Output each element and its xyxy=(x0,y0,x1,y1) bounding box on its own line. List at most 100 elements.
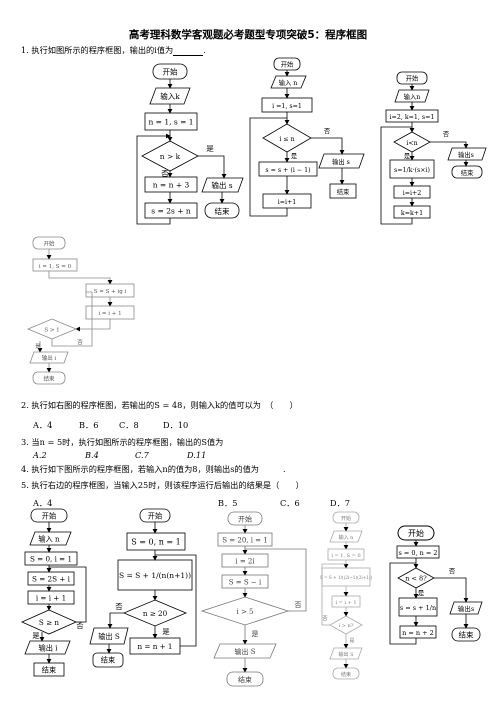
fi-end: 结束 xyxy=(459,630,474,640)
flowchart-h xyxy=(321,511,371,680)
question-4: 4. 执行如下图所示的程序框图，若输入n的值为8，则输出s的值为. xyxy=(21,463,286,475)
fe-start: 开始 xyxy=(42,512,56,521)
fc-step1: s=1/k·(s×i) xyxy=(394,167,430,174)
q2-option-d[interactable]: D．10 xyxy=(163,420,189,430)
fa-step1: n = n + 3 xyxy=(153,181,190,190)
ff-step2: n = n + 1 xyxy=(137,642,172,651)
fg-no: 否 xyxy=(295,601,302,609)
q2-option-c[interactable]: C．8 xyxy=(119,420,139,430)
question-1-tail: . xyxy=(203,45,206,55)
fe-output: 输出 i xyxy=(39,644,59,653)
ff-output: 输出 S xyxy=(98,632,120,641)
fa-input-shape xyxy=(149,87,191,105)
fi-init: s = 0, n = 2 xyxy=(398,549,437,557)
fb-cond: i ≤ n xyxy=(279,136,294,143)
fg-step1: i = 2i xyxy=(235,558,255,566)
fa-init: n = 1, s = 1 xyxy=(148,118,193,127)
ff-init: S = 0, n = 1 xyxy=(131,538,180,547)
fh-input: 输入 n xyxy=(339,534,355,541)
fc-no: 否 xyxy=(443,130,450,138)
flowchart-d xyxy=(26,236,135,385)
fe-input: 输入 n xyxy=(38,535,60,544)
question-2-paren: （ ） xyxy=(269,400,298,410)
fh-output: 输出 S xyxy=(338,651,354,658)
fc-start: 开始 xyxy=(406,74,419,83)
fa-output-shape xyxy=(201,177,244,193)
fh-no: 否 xyxy=(322,616,327,622)
fh-init: i = 1, S = 0 xyxy=(331,553,360,559)
fe-init: S = 0, i = 1 xyxy=(30,555,72,564)
fa-init-shape xyxy=(144,112,198,131)
fe-step1: S = 2S + i xyxy=(32,575,71,584)
q5-option-b[interactable]: B．5 xyxy=(218,498,238,508)
fi-step2: n = n + 2 xyxy=(402,629,434,637)
fc-step3: k=k+1 xyxy=(401,210,423,217)
q2-option-b[interactable]: B．6 xyxy=(79,420,99,430)
fg-step2: S = S − i xyxy=(229,579,262,587)
fa-input: 输入k xyxy=(160,91,180,101)
q3-option-d[interactable]: D.11 xyxy=(187,450,207,460)
fe-end: 结束 xyxy=(42,666,56,675)
ff-yes: 是 xyxy=(162,627,169,636)
fh-yes: 是 xyxy=(349,638,354,644)
fc-yes: 是 xyxy=(404,152,411,160)
q5-option-d[interactable]: D．7 xyxy=(330,498,350,508)
fb-step1: s = s + (i − 1) xyxy=(265,167,310,174)
fb-start: 开始 xyxy=(281,60,294,69)
fb-input: 输入 n xyxy=(279,78,298,87)
fd-end: 结束 xyxy=(43,375,55,383)
question-5: 5. 执行右边的程序框图，当输入25时，则该程序运行后输出的结果是（ ） xyxy=(21,480,304,490)
fe-no: 否 xyxy=(76,621,83,630)
fg-start: 开始 xyxy=(238,515,252,524)
flowchart-e xyxy=(21,508,87,677)
fa-step1-shape xyxy=(144,176,198,193)
fh-cond: i > n? xyxy=(339,623,354,629)
q3-option-a[interactable]: A.2 xyxy=(33,450,47,460)
q5-option-c[interactable]: C．6 xyxy=(280,498,300,508)
flowchart-c xyxy=(380,71,487,225)
fb-end: 结束 xyxy=(337,187,350,196)
q5-option-a[interactable]: A．4 xyxy=(33,498,53,508)
fa-cond: n > k xyxy=(160,152,181,161)
q3-option-c[interactable]: C.7 xyxy=(135,450,149,460)
q3-option-b[interactable]: B.4 xyxy=(85,450,99,460)
q2-option-a[interactable]: A．4 xyxy=(33,420,53,430)
fe-yes: 是 xyxy=(32,631,39,640)
fd-init: i = 1, S = 0 xyxy=(39,264,72,270)
flowchart-f xyxy=(89,508,197,668)
fg-output: 输出 S xyxy=(234,647,255,656)
flowchart-i xyxy=(389,525,483,645)
fc-cond: i<n xyxy=(406,140,417,147)
fi-no: 否 xyxy=(449,567,456,575)
question-1-text: 1. 执行如图所示的程序框图，输出的i值为 xyxy=(21,45,174,55)
fi-cond: n < 8? xyxy=(405,575,427,583)
fa-no: 否 xyxy=(161,169,169,178)
fa-end: 结束 xyxy=(215,206,230,216)
fb-step2: i=i+1 xyxy=(278,199,297,206)
fa-output: 输出 s xyxy=(211,180,232,190)
flowchart-g xyxy=(200,511,307,687)
fb-no: 否 xyxy=(324,127,331,135)
answer-blank xyxy=(173,47,204,56)
fe-step2: i = i + 1 xyxy=(36,594,66,603)
fg-end: 结束 xyxy=(238,675,252,684)
fc-input: 输入n xyxy=(404,92,421,101)
question-2-options: A．4 B．6 C．8 D．10 xyxy=(33,419,188,431)
ff-cond: n ≥ 20 xyxy=(143,609,168,618)
fh-step1: S = S + 1/((2i−1)(2i+1)) xyxy=(320,575,373,580)
question-4-tail: . xyxy=(282,464,286,474)
fb-output: 输出 s xyxy=(332,157,350,166)
fc-step2: i=i+2 xyxy=(403,190,422,197)
fc-end: 结束 xyxy=(461,168,474,177)
question-2-text: 2. 执行如右图的程序框图，若输出的S = 48，则输入k的值可以为 xyxy=(21,400,261,410)
fh-end: 结束 xyxy=(341,671,351,678)
fa-step2: s = 2s + n xyxy=(151,207,191,216)
flowchart-b xyxy=(249,57,365,217)
ff-step1: S = S + 1/(n(n+1)) xyxy=(119,571,191,580)
fa-start: 开始 xyxy=(163,67,178,77)
fi-step1: s = s + 1/n xyxy=(400,604,436,612)
question-3-options: A.2 B.4 C.7 D.11 xyxy=(33,450,206,460)
fd-cond: S > 1 xyxy=(44,328,59,334)
fi-yes: 是 xyxy=(418,589,425,597)
